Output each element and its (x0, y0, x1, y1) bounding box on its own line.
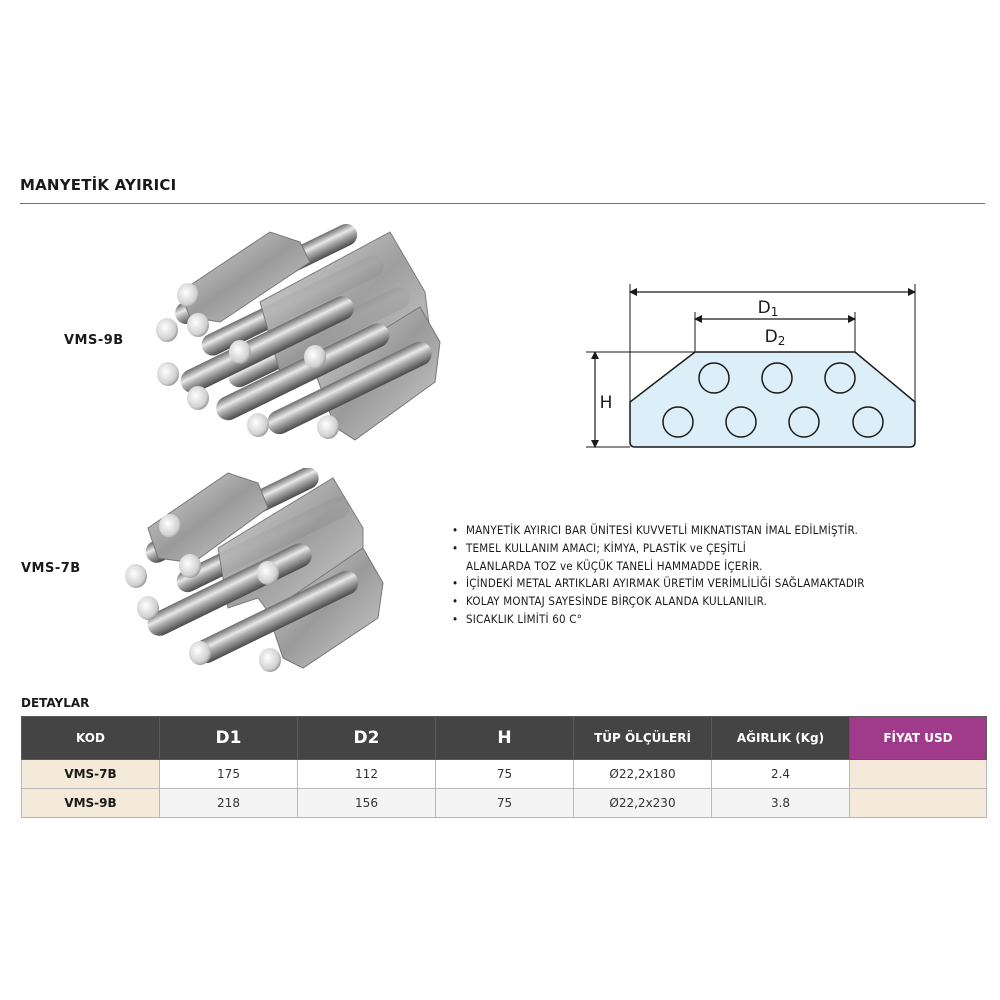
cell-kod: VMS-7B (21, 759, 160, 789)
feature-item: İÇİNDEKİ METAL ARTIKLARI AYIRMAK ÜRETİM … (452, 575, 865, 593)
column-header-price: FİYAT USD (849, 716, 987, 760)
cell-weight: 2.4 (711, 759, 850, 789)
feature-item: SICAKLIK LİMİTİ 60 C° (452, 611, 865, 629)
table-row: VMS-7B 175 112 75 Ø22,2x180 2.4 (21, 759, 987, 789)
product-image-vms-9b (156, 223, 441, 441)
feature-item: TEMEL KULLANIM AMACI; KİMYA, PLASTİK ve … (452, 540, 865, 576)
rod-hole (788, 406, 820, 438)
cell-h: 75 (435, 788, 574, 818)
rod-hole (852, 406, 884, 438)
cell-d2: 112 (297, 759, 436, 789)
rod-hole (662, 406, 694, 438)
model-label-vms-7b: VMS-7B (21, 561, 81, 576)
dimension-diagram: D1 D2 H (586, 284, 916, 448)
feature-list: MANYETİK AYIRICI BAR ÜNİTESİ KUVVETLİ MI… (452, 522, 865, 629)
specs-table: KOD D1 D2 H TÜP ÖLÇÜLERİ AĞIRLIK (Kg) Fİ… (21, 716, 987, 818)
column-header-weight: AĞIRLIK (Kg) (711, 716, 850, 760)
product-image-vms-7b (125, 468, 384, 672)
feature-item: MANYETİK AYIRICI BAR ÜNİTESİ KUVVETLİ MI… (452, 522, 865, 540)
table-header-row: KOD D1 D2 H TÜP ÖLÇÜLERİ AĞIRLIK (Kg) Fİ… (21, 716, 987, 760)
column-header-d1: D1 (159, 716, 298, 760)
cell-price (849, 788, 987, 818)
column-header-d2: D2 (297, 716, 436, 760)
column-header-h: H (435, 716, 574, 760)
cell-d2: 156 (297, 788, 436, 818)
cell-weight: 3.8 (711, 788, 850, 818)
cell-tube: Ø22,2x180 (573, 759, 712, 789)
table-row: VMS-9B 218 156 75 Ø22,2x230 3.8 (21, 788, 987, 818)
rod-hole (725, 406, 757, 438)
cell-d1: 218 (159, 788, 298, 818)
h-label: H (600, 393, 613, 413)
cell-price (849, 759, 987, 789)
cell-h: 75 (435, 759, 574, 789)
feature-item: KOLAY MONTAJ SAYESİNDE BİRÇOK ALANDA KUL… (452, 593, 865, 611)
title-divider (20, 203, 985, 204)
column-header-tube: TÜP ÖLÇÜLERİ (573, 716, 712, 760)
column-header-kod: KOD (21, 716, 160, 760)
rod-hole (698, 362, 730, 394)
page-title: MANYETİK AYIRICI (20, 176, 177, 194)
cell-kod: VMS-9B (21, 788, 160, 818)
rod-hole (761, 362, 793, 394)
d2-label: D2 (765, 327, 786, 348)
d1-label: D1 (758, 298, 779, 319)
cell-tube: Ø22,2x230 (573, 788, 712, 818)
model-label-vms-9b: VMS-9B (64, 333, 124, 348)
details-heading: DETAYLAR (21, 696, 90, 710)
rod-hole (824, 362, 856, 394)
cell-d1: 175 (159, 759, 298, 789)
